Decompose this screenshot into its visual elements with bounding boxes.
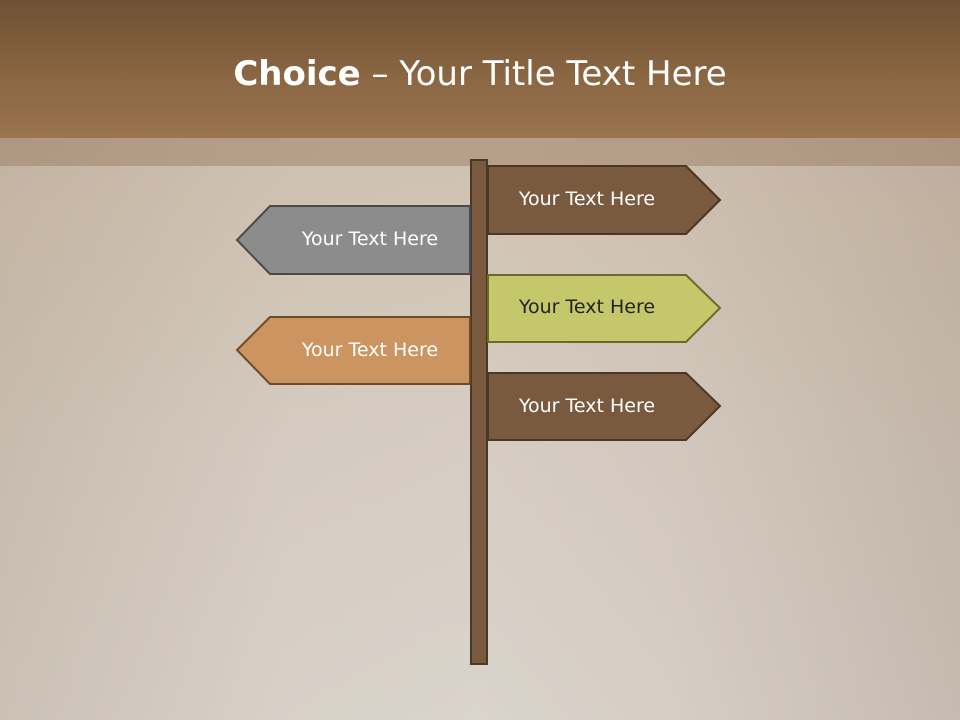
title-rest: – Your Title Text Here [360, 54, 727, 94]
title-bold: Choice [233, 54, 361, 94]
title-bar [0, 0, 960, 138]
sign-5-label: Your Text Here [518, 395, 656, 417]
sign-3-shape [487, 274, 722, 343]
sign-2-label: Your Text Here [301, 228, 439, 250]
slide-title: Choice – Your Title Text Here [0, 52, 960, 96]
sign-1-label: Your Text Here [518, 188, 656, 210]
sign-5-shape [487, 372, 722, 441]
sign-4-shape [235, 316, 471, 385]
sign-2-shape [235, 205, 471, 275]
sign-1-shape [487, 165, 722, 235]
sign-4-label: Your Text Here [301, 339, 439, 361]
signpost-pole [470, 159, 488, 665]
sign-3-label: Your Text Here [518, 296, 656, 318]
